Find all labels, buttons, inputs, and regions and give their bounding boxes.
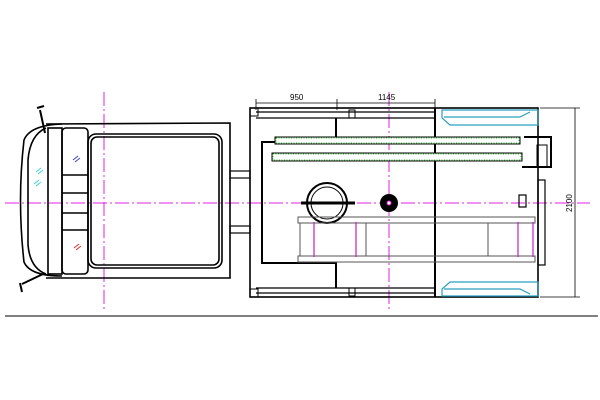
dimension-2100: 2100 [565,194,574,212]
cab [19,122,231,279]
dimension-lines [255,99,580,298]
hose-upper [274,136,521,145]
mirror-bottom-icon [19,273,44,293]
ladder-frame [297,216,536,263]
hose-reels [271,136,523,162]
mirror-top-icon [36,105,46,134]
hose-lower [271,152,523,162]
chassis-rails [229,170,251,234]
dimension-950: 950 [290,93,304,102]
ladder-rungs [313,222,534,257]
glass-hatch-marks [33,155,82,251]
dimension-1145: 1145 [378,93,396,102]
rear-cabinets [441,109,539,297]
